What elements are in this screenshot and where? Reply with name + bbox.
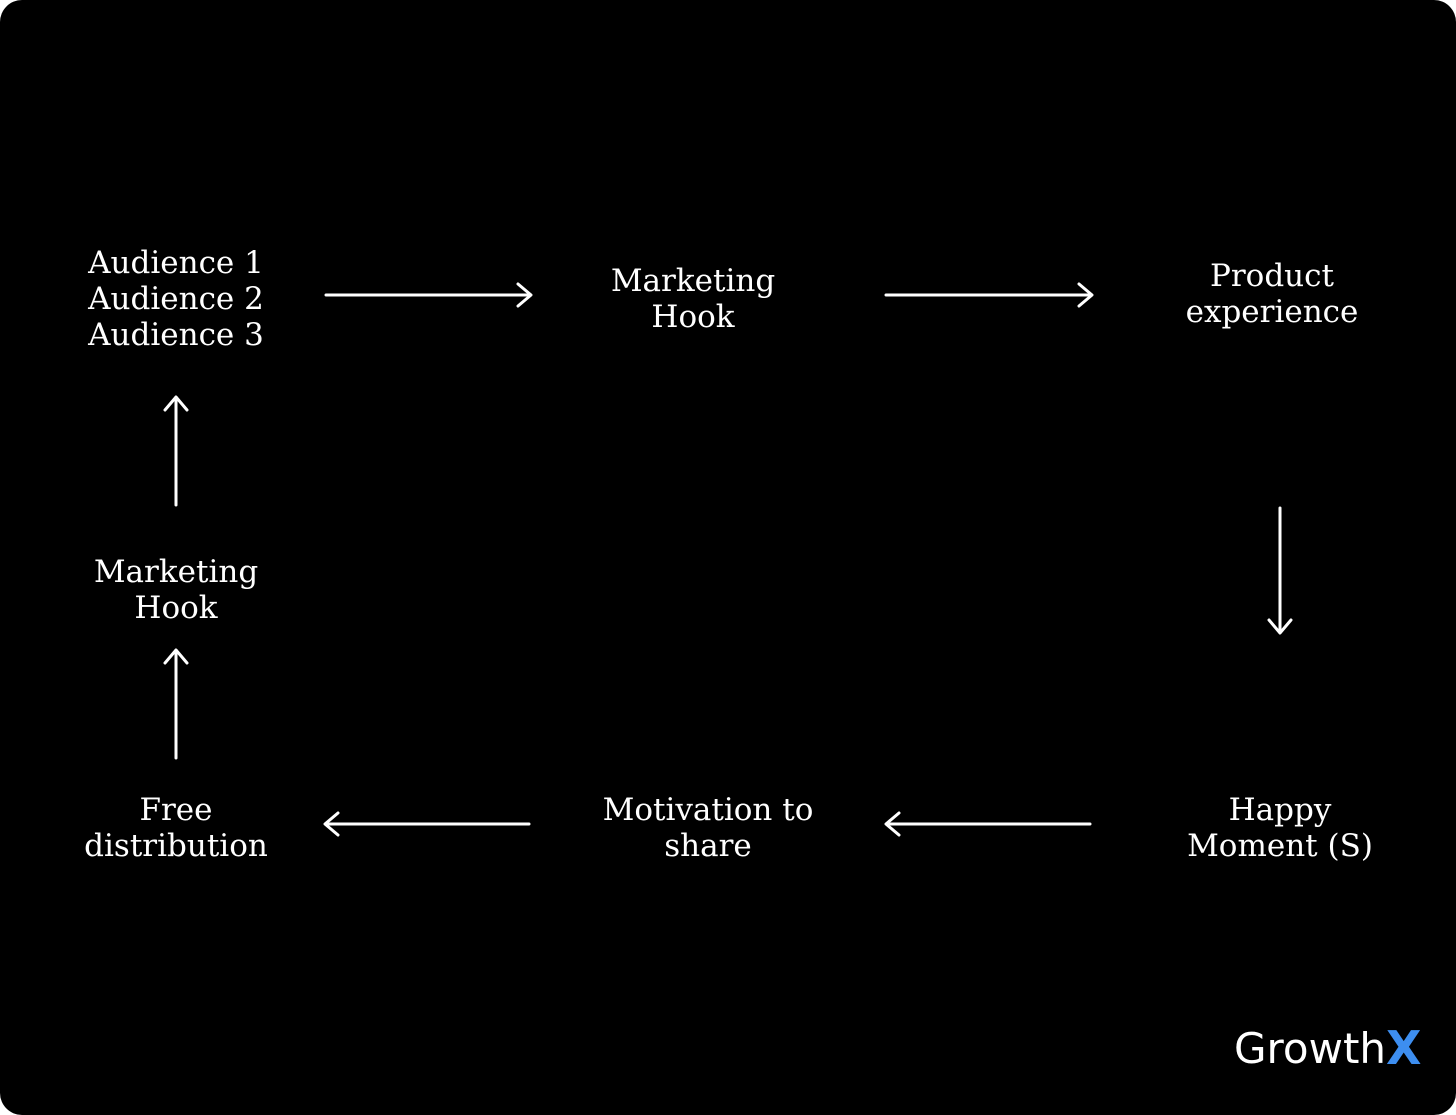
audience-2-label: Audience 2 [88, 281, 264, 317]
node-free-distribution: Free distribution [84, 792, 268, 864]
arrow-motivation-to-free [323, 811, 531, 837]
marketing-hook-top-line-1: Marketing [610, 263, 776, 299]
happy-moment-line-1: Happy [1228, 792, 1332, 828]
marketing-hook-left-line-1: Marketing [93, 554, 259, 590]
motivation-line-2: share [664, 828, 752, 864]
audience-3-label: Audience 3 [88, 317, 264, 353]
arrow-free-to-hook [163, 648, 189, 760]
node-marketing-hook-left: Marketing Hook [94, 554, 258, 626]
logo-accent: X [1386, 1021, 1422, 1075]
audience-1-label: Audience 1 [88, 245, 264, 281]
arrow-audiences-to-hook [324, 282, 533, 308]
product-experience-line-1: Product [1210, 258, 1334, 294]
node-product-experience: Product experience [1186, 258, 1359, 330]
free-distribution-line-2: distribution [84, 828, 268, 864]
free-distribution-line-1: Free [139, 792, 213, 828]
arrow-hook-to-product [884, 282, 1094, 308]
marketing-hook-top-line-2: Hook [651, 299, 735, 335]
node-motivation-to-share: Motivation to share [603, 792, 814, 864]
node-happy-moment: Happy Moment (S) [1187, 792, 1373, 864]
arrow-product-to-happy [1267, 506, 1293, 635]
happy-moment-line-2: Moment (S) [1187, 828, 1373, 864]
logo-text: Growth [1234, 1023, 1387, 1073]
arrow-happy-to-motivation [884, 811, 1092, 837]
node-marketing-hook-top: Marketing Hook [611, 263, 775, 335]
product-experience-line-2: experience [1185, 294, 1359, 330]
node-audiences: Audience 1 Audience 2 Audience 3 [88, 245, 264, 353]
marketing-hook-left-line-2: Hook [134, 590, 218, 626]
arrow-hook-to-audiences [163, 395, 189, 507]
motivation-line-1: Motivation to [602, 792, 814, 828]
